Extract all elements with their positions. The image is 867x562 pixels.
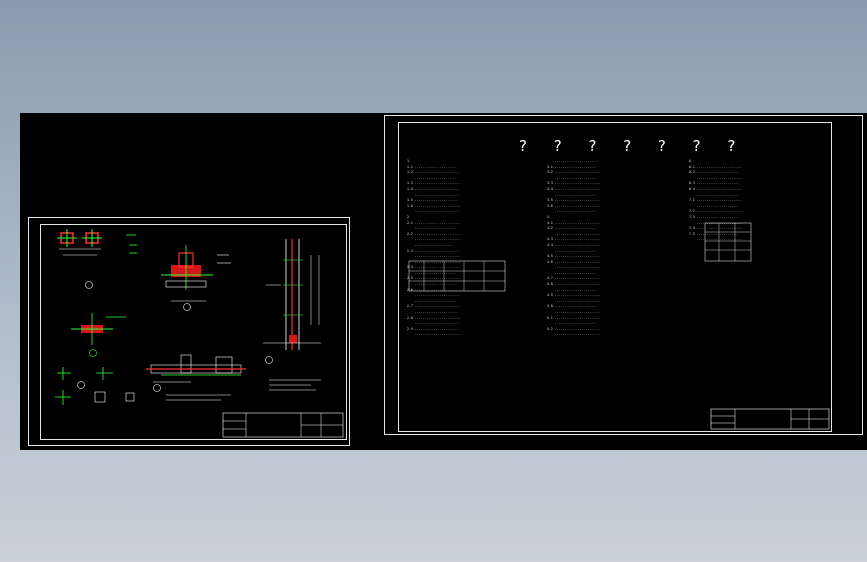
note-line: 7.2 ........................ [689,209,743,214]
note-line: 6.1 ........................ [689,164,743,169]
note-line: ........................ [547,231,601,236]
note-line: 2.6 ........................ [407,287,461,292]
note-line: ........................ [689,220,743,225]
note-line: 3.5 ........................ [547,198,601,203]
note-line: 2.5 ........................ [407,276,461,281]
note-line: ...................... [689,192,739,197]
note-line: 2.3 ........................ [407,248,461,253]
note-line: ........................ [407,332,461,337]
note-line: 2.7 ........................ [407,304,461,309]
note-line: 6. [689,159,693,163]
note-line: 3.4 ........................ [547,186,601,191]
detail-1 [57,229,137,289]
note-line: 6.4 ........................ [689,186,743,191]
note-line: ........................ [547,159,599,163]
note-line: 4.8 ........................ [547,282,601,287]
note-line: 5.2 ........................ [547,326,601,331]
note-line: 4.6 ........................ [547,259,601,264]
notes-table-2 [704,222,752,262]
note-line: 4.9 ........................ [547,293,601,298]
note-line: 1.4 ....................... [407,186,459,191]
note-line: ...................... [547,192,597,197]
note-line: ........................ [407,254,461,259]
note-line: 1. [407,159,411,163]
note-line: ...................... [689,203,739,208]
note-line: ...................... [407,298,457,303]
note-line: 3.6 ........................ [547,203,601,208]
note-line: ........................ [547,332,601,337]
note-line: ..................... [407,226,455,231]
note-line: 2.8 ........................ [407,315,461,320]
note-line: 7.3 ...................... [689,214,739,219]
note-line: ........................ [407,237,461,242]
note-line: 2.4 ........................ [407,265,461,270]
note-line: ..................... [407,270,455,275]
note-line: ........................ [407,192,461,197]
drawing-sheet-notes[interactable]: ? ? ? ? ? ? ? 1.1.1 ....................… [384,115,863,435]
note-line: .................... [407,242,454,247]
note-line: 3.3 ........................ [547,181,601,186]
note-line: ........................ [689,175,743,180]
note-line: 2.1 ........................ [407,220,461,225]
note-line: 1.1 ...................... [407,164,457,169]
note-line: 4.5 ........................ [547,254,601,259]
note-line: ........................ [407,293,461,298]
cad-viewport[interactable]: ? ? ? ? ? ? ? 1.1.1 ....................… [20,113,867,450]
note-line: 5.1 ........................ [547,315,601,320]
note-line: 5.0 ...................... [547,304,597,309]
note-line: 1.5 ...................... [407,198,457,203]
detail-drawings [55,229,344,438]
note-line: 1.6 ........................ [407,203,461,208]
notes-table-1 [408,260,506,292]
note-line: 4.1 ........................ [547,220,601,225]
note-line: 4. [547,214,551,219]
title-block-right [710,408,830,430]
detail-3 [263,239,321,364]
note-line: ........................ [407,209,461,214]
notes-graphics [408,222,830,430]
note-line: ...................... [547,270,597,275]
note-line: 1.3 ........................ [407,181,461,186]
note-line: 7.5 ...................... [689,231,739,236]
note-line: ...................... [407,282,457,287]
note-line: 2. [407,214,413,219]
note-line: 4.7 ........................ [547,276,601,281]
notes-column-1: 1.1.1 ......................1.2 ........… [407,159,461,338]
note-line: ...................... [407,175,457,180]
detail-6 [146,354,321,401]
note-line: ........................ [407,259,461,264]
note-line: 6.2 ...................... [689,170,739,175]
detail-5 [55,367,135,405]
detail-2 [161,245,231,311]
note-line: 2.9 ...................... [407,326,457,331]
note-line: 2.2 ........................ [407,231,461,236]
note-line: ........................ [547,310,601,315]
note-line: ...................... [407,310,457,315]
note-line: ...................... [547,287,597,292]
notes-column-3: 6.6.1 ........................6.2 ......… [689,159,743,243]
note-line: ...................... [547,321,597,326]
note-line: 7.4 ........................ [689,226,743,231]
note-line: ........................ [547,298,601,303]
notes-column-2: ........................3.1 ............… [547,159,601,338]
title-block-left [222,412,344,438]
note-line: 3.2 ........................ [547,170,601,175]
note-line: ...................... [547,209,597,214]
note-line: 4.4 ........................ [547,242,601,247]
sheet-inner-border [40,224,347,440]
note-line: 4.3 ........................ [547,237,601,242]
note-line: 4.2 ...................... [547,226,597,231]
note-line: 6.3 ...................... [689,181,739,186]
note-line: 3.1 ...................... [547,164,597,169]
note-line: ...................... [547,175,597,180]
note-line: 7.1 ........................ [689,198,743,203]
detail-4 [71,313,126,357]
note-line: ...................... [547,248,597,253]
note-line: ........................ [689,237,743,242]
drawing-sheet-details[interactable] [28,217,350,446]
sheet-inner-border: ? ? ? ? ? ? ? 1.1.1 ....................… [398,122,832,432]
note-line: 1.2 ........................ [407,170,461,175]
note-line: ........................ [547,265,601,270]
note-line: ........................ [407,321,461,326]
